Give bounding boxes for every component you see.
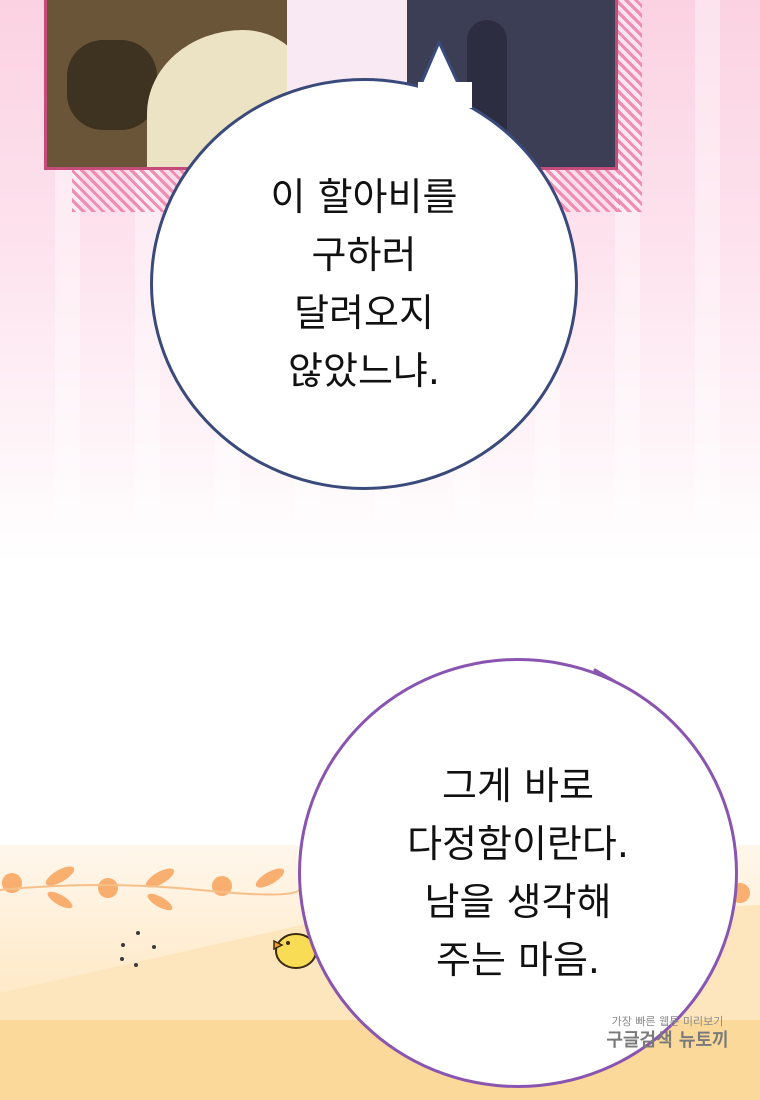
bubble-1-line-2: 구하러 [311, 233, 417, 277]
bubble-1-line-4: 않았느냐. [288, 349, 440, 393]
watermark-line-1: 가장 빠른 웹툰 미리보기 [611, 1015, 724, 1028]
bubble-2-line-2: 다정함이란다. [407, 822, 629, 866]
bubble-2-line-4: 주는 마음. [436, 938, 600, 982]
bubble-2-line-3: 남을 생각해 [424, 880, 612, 924]
decorative-dots [120, 931, 156, 967]
watermark-line-2: 구글검색 뉴토끼 [606, 1030, 729, 1051]
watermark: 가장 빠른 웹툰 미리보기 구글검색 뉴토끼 [580, 1015, 755, 1075]
bubble-1-line-3: 달려오지 [294, 291, 434, 335]
speech-bubble-tail-cover [418, 82, 472, 108]
speech-bubble-1: 이 할아비를 구하러 달려오지 않았느냐. [150, 78, 578, 490]
floral-garland [0, 866, 750, 911]
bubble-1-line-1: 이 할아비를 [270, 175, 458, 219]
panel-hatch-shadow-right [618, 0, 642, 212]
speech-bubble-2: 그게 바로 다정함이란다. 남을 생각해 주는 마음. [298, 658, 738, 1088]
bubble-2-line-1: 그게 바로 [442, 764, 594, 808]
